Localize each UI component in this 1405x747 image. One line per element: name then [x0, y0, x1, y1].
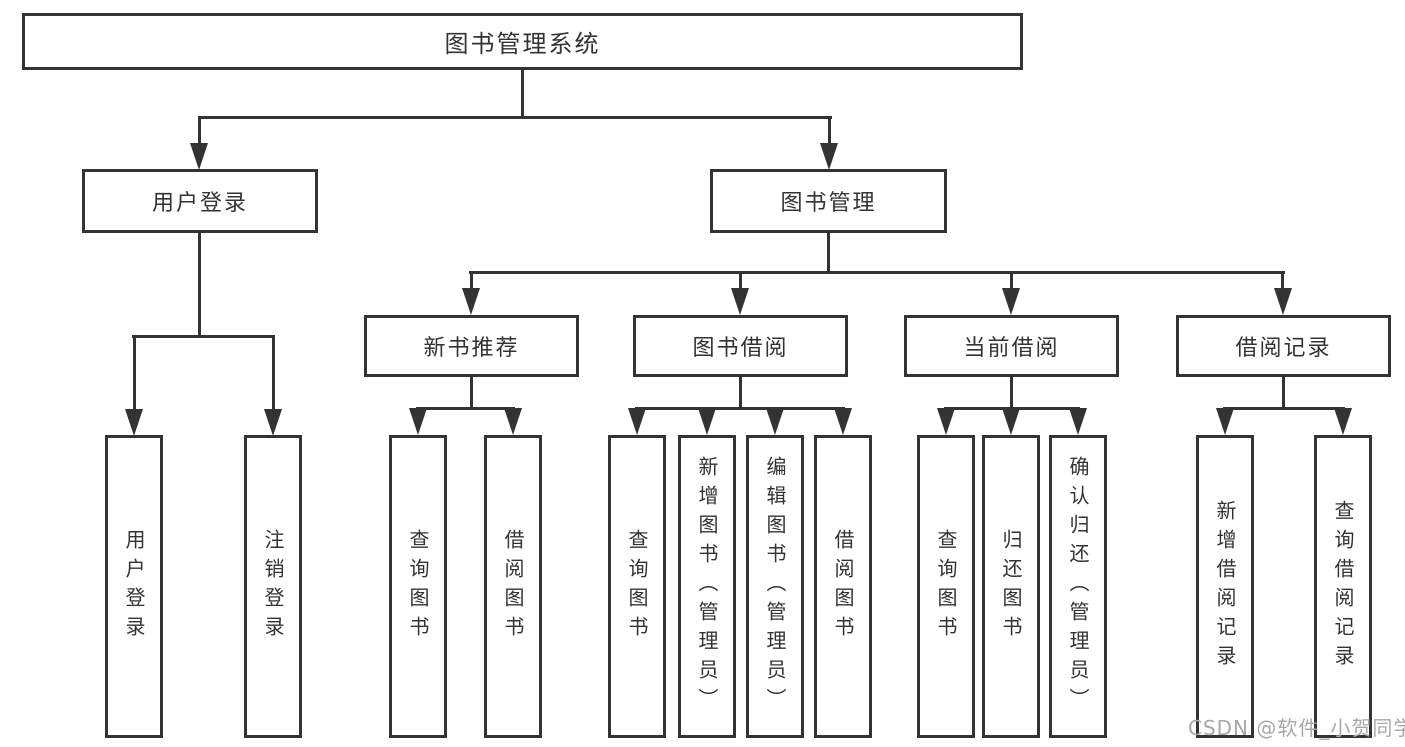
connector-line [198, 116, 832, 119]
leaf-logout-label: 注销登录 [261, 528, 285, 645]
arrow-down-icon [820, 143, 838, 170]
arrow-down-icon [1274, 288, 1292, 315]
node-borrow-records-label: 借阅记录 [1235, 336, 1332, 361]
leaf-borrow-query-books: 查询图书 [608, 435, 666, 738]
arrow-down-icon [504, 408, 522, 435]
leaf-borrow-edit-books-admin: 编辑图书（管理员） [746, 435, 804, 738]
connector-line [470, 271, 473, 291]
connector-line [1281, 271, 1284, 291]
arrow-down-icon [1069, 408, 1087, 435]
node-user-login: 用户登录 [82, 169, 318, 233]
leaf-current-confirm-return-admin-label: 确认归还（管理员） [1066, 456, 1090, 717]
node-current-borrow-label: 当前借阅 [963, 336, 1060, 361]
leaf-logout: 注销登录 [244, 435, 302, 738]
leaf-borrow-borrow-books-label: 借阅图书 [831, 528, 855, 645]
leaf-recommend-borrow-books: 借阅图书 [484, 435, 542, 738]
connector-line [132, 335, 275, 338]
leaf-records-add-record: 新增借阅记录 [1196, 435, 1254, 738]
arrow-down-icon [462, 288, 480, 315]
node-root: 图书管理系统 [22, 13, 1023, 70]
leaf-recommend-borrow-books-label: 借阅图书 [501, 528, 525, 645]
node-borrow-records: 借阅记录 [1176, 315, 1391, 377]
arrow-down-icon [1002, 288, 1020, 315]
node-current-borrow: 当前借阅 [904, 315, 1119, 377]
connector-line [1223, 407, 1345, 410]
connector-line [198, 116, 201, 146]
arrow-down-icon [190, 143, 208, 170]
node-root-label: 图书管理系统 [444, 30, 601, 58]
leaf-user-login-label: 用户登录 [122, 528, 146, 645]
node-book-management: 图书管理 [710, 169, 947, 233]
node-new-book-recommend-label: 新书推荐 [423, 336, 520, 361]
leaf-borrow-query-books-label: 查询图书 [625, 528, 649, 645]
leaf-current-query-books-label: 查询图书 [934, 528, 958, 645]
leaf-recommend-query-books-label: 查询图书 [406, 528, 430, 645]
connector-line [198, 233, 201, 337]
watermark: CSDN @软件_小贺同学 [1188, 716, 1405, 740]
connector-line [470, 377, 473, 409]
connector-line [521, 70, 524, 118]
arrow-down-icon [698, 408, 716, 435]
leaf-current-return-books-label: 归还图书 [999, 528, 1023, 645]
connector-line [416, 407, 515, 410]
connector-line [739, 271, 742, 291]
arrow-down-icon [409, 408, 427, 435]
connector-line [1010, 377, 1013, 409]
connector-line [635, 407, 845, 410]
node-user-login-label: 用户登录 [151, 191, 248, 216]
connector-line [1010, 271, 1013, 291]
leaf-borrow-add-books-admin-label: 新增图书（管理员） [695, 456, 719, 717]
node-new-book-recommend: 新书推荐 [364, 315, 579, 377]
connector-line [133, 335, 136, 412]
arrow-down-icon [937, 408, 955, 435]
connector-line [827, 233, 830, 273]
leaf-borrow-borrow-books: 借阅图书 [814, 435, 872, 738]
arrow-down-icon [834, 408, 852, 435]
arrow-down-icon [1002, 408, 1020, 435]
arrow-down-icon [1334, 408, 1352, 435]
node-book-management-label: 图书管理 [780, 191, 877, 216]
arrow-down-icon [766, 408, 784, 435]
node-book-borrow-label: 图书借阅 [692, 336, 789, 361]
connector-line [1282, 377, 1285, 409]
arrow-down-icon [264, 409, 282, 436]
leaf-current-confirm-return-admin: 确认归还（管理员） [1049, 435, 1107, 738]
leaf-user-login: 用户登录 [105, 435, 163, 738]
connector-line [469, 271, 1285, 274]
connector-line [272, 335, 275, 412]
leaf-current-return-books: 归还图书 [982, 435, 1040, 738]
leaf-records-query-record: 查询借阅记录 [1314, 435, 1372, 738]
leaf-current-query-books: 查询图书 [917, 435, 975, 738]
arrow-down-icon [628, 408, 646, 435]
leaf-borrow-add-books-admin: 新增图书（管理员） [678, 435, 736, 738]
node-book-borrow: 图书借阅 [633, 315, 848, 377]
leaf-borrow-edit-books-admin-label: 编辑图书（管理员） [763, 456, 787, 717]
arrow-down-icon [731, 288, 749, 315]
arrow-down-icon [1216, 408, 1234, 435]
leaf-recommend-query-books: 查询图书 [389, 435, 447, 738]
connector-line [739, 377, 742, 409]
arrow-down-icon [125, 409, 143, 436]
leaf-records-add-record-label: 新增借阅记录 [1213, 499, 1237, 674]
leaf-records-query-record-label: 查询借阅记录 [1331, 499, 1355, 674]
connector-line [828, 116, 831, 146]
